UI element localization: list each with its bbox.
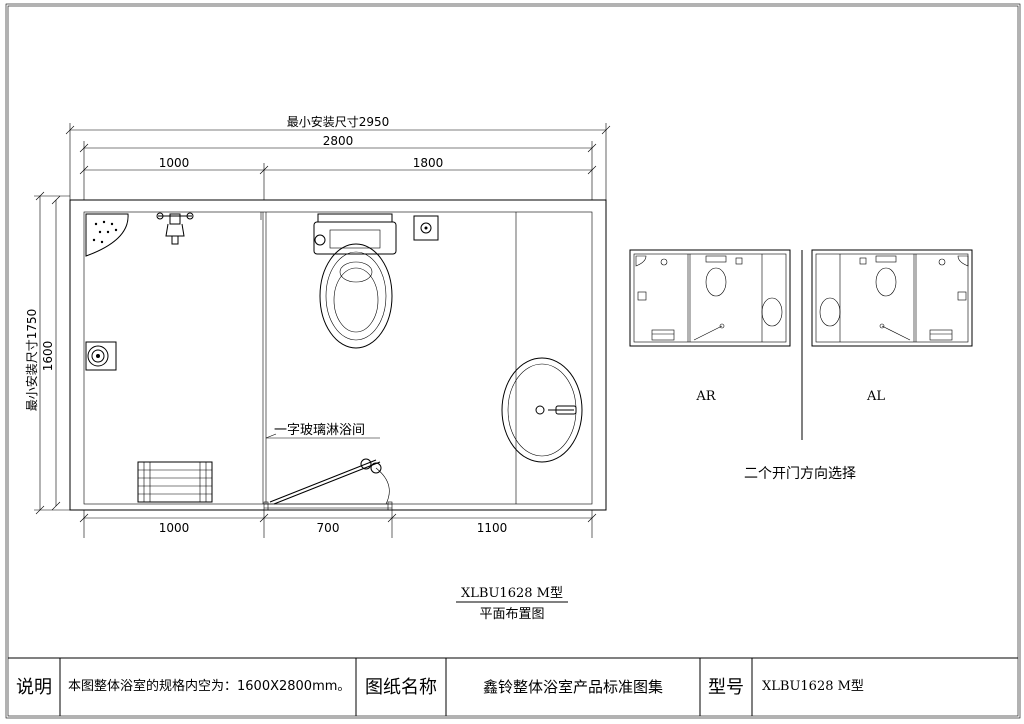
label-ar: AR bbox=[695, 389, 716, 404]
title-block-model-value: XLBU1628 M型 bbox=[762, 679, 864, 694]
glass-door-icon bbox=[269, 458, 390, 505]
shower-mixer-icon bbox=[156, 212, 194, 245]
title-block-desc-text: 本图整体浴室的规格内空为：1600X2800mm。 bbox=[68, 678, 350, 694]
variants-caption: 二个开门方向选择 bbox=[744, 466, 856, 482]
variant-al-plan bbox=[811, 249, 973, 347]
dim-label-bottom-700: 700 bbox=[317, 521, 340, 535]
title-block: 说明 本图整体浴室的规格内空为：1600X2800mm。 图纸名称 鑫铃整体浴室… bbox=[8, 657, 1018, 716]
dimension-min-install-width: 最小安装尺寸2950 bbox=[65, 114, 611, 200]
dimension-overall-height: 1600 bbox=[41, 195, 61, 511]
dimension-bottom-split: 1000 700 1100 bbox=[79, 510, 597, 538]
outer-border bbox=[5, 3, 1021, 719]
dim-label-min-height: 最小安装尺寸1750 bbox=[24, 309, 39, 412]
glass-shower-annotation: 一字玻璃淋浴间 bbox=[265, 423, 380, 439]
title-block-desc-label: 说明 bbox=[16, 677, 52, 698]
dim-label-bottom-1100: 1100 bbox=[477, 521, 508, 535]
title-block-name-value: 鑫铃整体浴室产品标准图集 bbox=[483, 678, 663, 696]
drawing-title: XLBU1628 M型 平面布置图 bbox=[456, 586, 568, 622]
main-floor-plan bbox=[69, 199, 607, 511]
title-block-model-label: 型号 bbox=[708, 677, 744, 698]
label-al: AL bbox=[866, 389, 885, 404]
dim-label-1600: 1600 bbox=[41, 341, 55, 372]
wall-socket-icon bbox=[413, 215, 439, 241]
washbasin-icon bbox=[501, 357, 583, 463]
corner-shelf-icon bbox=[85, 213, 129, 257]
floor-drain-icon bbox=[85, 341, 117, 371]
toilet-icon bbox=[313, 213, 397, 349]
dimension-top-split: 1000 1800 bbox=[79, 156, 597, 200]
dim-label-top-1800: 1800 bbox=[413, 156, 444, 170]
shower-bench-icon bbox=[137, 461, 213, 503]
drawing-subtitle: 平面布置图 bbox=[479, 607, 544, 622]
label-glass-shower: 一字玻璃淋浴间 bbox=[274, 423, 365, 438]
title-block-name-label: 图纸名称 bbox=[365, 677, 437, 698]
dim-label-min-width: 最小安装尺寸2950 bbox=[287, 114, 390, 129]
dimension-overall-width: 2800 bbox=[79, 134, 597, 200]
variant-ar-plan bbox=[629, 249, 791, 347]
dim-label-2800: 2800 bbox=[323, 134, 354, 148]
drawing-model: XLBU1628 M型 bbox=[461, 586, 563, 601]
dim-label-bottom-1000: 1000 bbox=[159, 521, 190, 535]
dim-label-top-1000: 1000 bbox=[159, 156, 190, 170]
inner-border bbox=[7, 5, 1019, 717]
